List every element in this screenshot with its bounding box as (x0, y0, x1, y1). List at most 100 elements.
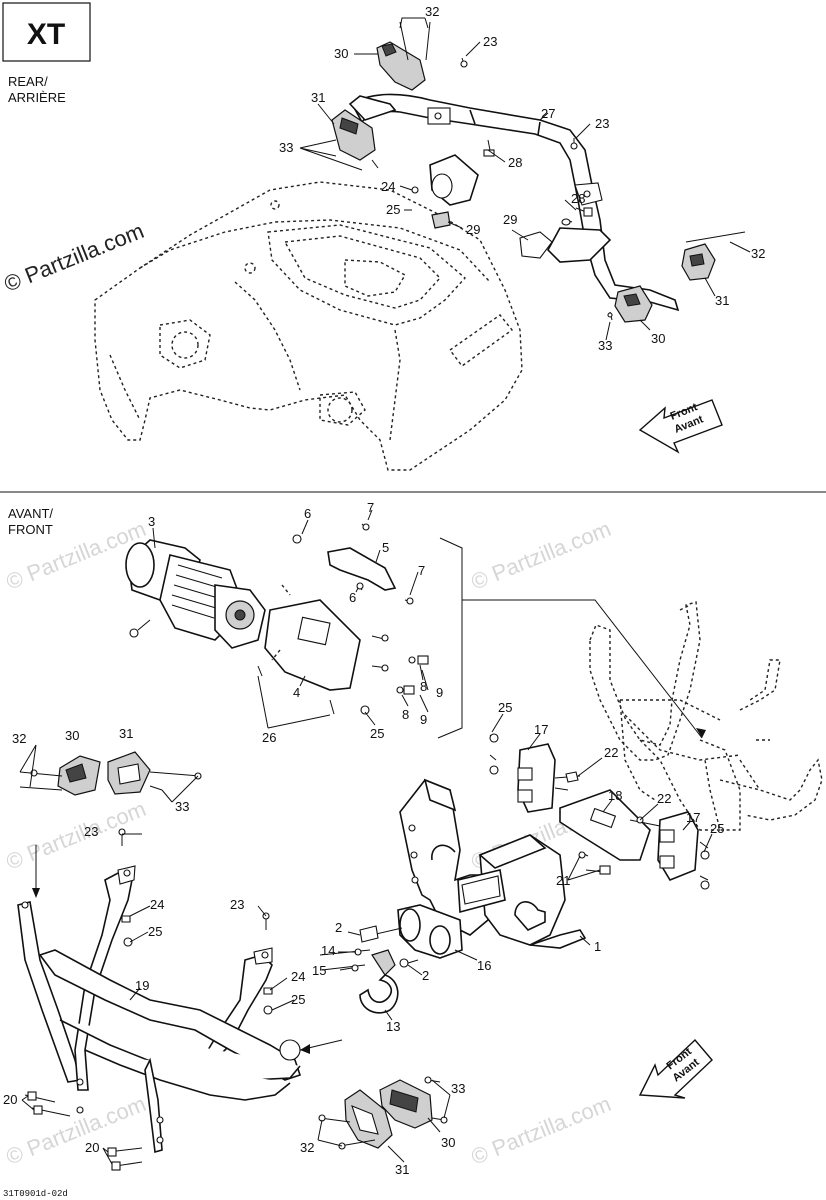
callout-label: 23 (84, 824, 98, 839)
watermark-text: © Partzilla.com (3, 796, 150, 875)
callout-label: 9 (436, 685, 443, 700)
hook-mount (319, 904, 463, 972)
callout-label: 24 (381, 179, 395, 194)
callout-label: 30 (65, 728, 79, 743)
callout-label: 33 (451, 1081, 465, 1096)
callout-label: 2 (335, 920, 342, 935)
leader-arrowhead (696, 728, 706, 738)
callout-label: 23 (230, 897, 244, 912)
rear-clamp-31-right (681, 243, 716, 281)
badge-box (2, 2, 91, 62)
callout-label: 3 (148, 514, 155, 529)
rear-body-outline (94, 181, 523, 471)
callout-label: 23 (483, 34, 497, 49)
callout-label: 1 (594, 939, 601, 954)
callout-label: 22 (657, 791, 671, 806)
callout-label: 31 (119, 726, 133, 741)
rear-rack-tube (348, 93, 680, 312)
front-clamp-30-left (57, 755, 101, 796)
callout-label: 29 (503, 212, 517, 227)
rear-section-label-fr: ARRIÈRE (8, 90, 66, 105)
callout-label: 25 (386, 202, 400, 217)
winch-guard (399, 778, 587, 949)
rear-leader-lines (299, 17, 751, 341)
winch-assembly (125, 539, 266, 649)
right-mount-hardware (489, 733, 710, 890)
callout-label: 9 (420, 712, 427, 727)
front-callouts: 3 6 7 5 7 6 4 8 9 8 9 26 25 32 30 31 33 … (3, 500, 724, 1177)
front-bumper-tube (17, 845, 343, 1154)
front-clamp-30-bottom (379, 1079, 433, 1129)
callout-label: 24 (291, 969, 305, 984)
rear-clamp-31-left (331, 109, 376, 161)
callout-label: 25 (148, 924, 162, 939)
callout-label: 32 (425, 4, 439, 19)
callout-label: 8 (402, 707, 409, 722)
callout-label: 20 (85, 1140, 99, 1155)
callout-label: 8 (420, 679, 427, 694)
callout-label: 4 (293, 685, 300, 700)
watermark-text: © Partzilla.com (468, 516, 615, 595)
callout-label: 29 (466, 222, 480, 237)
callout-label: 31 (395, 1162, 409, 1177)
callout-label: 15 (312, 963, 326, 978)
callout-label: 25 (291, 992, 305, 1007)
front-left-fasteners (19, 744, 202, 803)
callout-label: 23 (595, 116, 609, 131)
callout-label: 6 (349, 590, 356, 605)
front-frame-outline (589, 601, 823, 831)
direction-arrow-rear: Front Avant (638, 399, 723, 454)
winch-mount-plate (257, 523, 429, 715)
callout-label: 30 (651, 331, 665, 346)
callout-label: 33 (279, 140, 293, 155)
callout-label: 17 (686, 810, 700, 825)
callout-label: 7 (367, 500, 374, 515)
rear-callouts: 32 30 23 31 27 23 33 28 24 25 28 29 29 3… (279, 4, 765, 353)
front-section-label: AVANT/ (8, 506, 53, 521)
callout-label: 25 (498, 700, 512, 715)
rear-receiver (429, 154, 479, 229)
callout-label: 21 (556, 873, 570, 888)
callout-label: 26 (262, 730, 276, 745)
callout-label: 30 (334, 46, 348, 61)
front-clamp-31-left (107, 751, 151, 795)
callout-label: 20 (3, 1092, 17, 1107)
callout-label: 6 (304, 506, 311, 521)
front-section-label-en: FRONT (8, 522, 53, 537)
badge-label: XT (27, 18, 65, 51)
callout-label: 31 (311, 90, 325, 105)
rear-clamp-30-top (376, 41, 426, 91)
callout-label: 25 (710, 821, 724, 836)
callout-label: 14 (321, 943, 335, 958)
callout-label: 22 (604, 745, 618, 760)
callout-label: 32 (300, 1140, 314, 1155)
callout-label: 19 (135, 978, 149, 993)
watermark-text: © Partzilla.com (1, 218, 148, 297)
winch-group-bracket (437, 537, 463, 739)
front-clamp-31-bottom (344, 1089, 393, 1149)
callout-label: 18 (608, 788, 622, 803)
callout-label: 13 (386, 1019, 400, 1034)
callout-label: 30 (441, 1135, 455, 1150)
front-leader-lines (21, 509, 713, 1165)
callout-label: 5 (382, 540, 389, 555)
callout-label: 31 (715, 293, 729, 308)
callout-label: 2 (422, 968, 429, 983)
callout-label: 16 (477, 958, 491, 973)
rear-section-label: REAR/ (8, 74, 48, 89)
callout-label: 33 (598, 338, 612, 353)
callout-label: 32 (751, 246, 765, 261)
callout-label: 25 (370, 726, 384, 741)
bottom-clamp-fasteners (317, 1076, 451, 1163)
watermark-text: © Partzilla.com (468, 1091, 615, 1170)
rear-fasteners (371, 21, 746, 321)
direction-arrow-front: Front Avant (638, 1038, 713, 1099)
callout-label: 28 (571, 191, 585, 206)
model-badge: XT (2, 2, 91, 62)
tow-hook (359, 949, 399, 1014)
callout-label: 27 (541, 106, 555, 121)
callout-label: 17 (534, 722, 548, 737)
winch-group-leader (462, 599, 703, 739)
rear-clamp-30-right (614, 285, 653, 323)
